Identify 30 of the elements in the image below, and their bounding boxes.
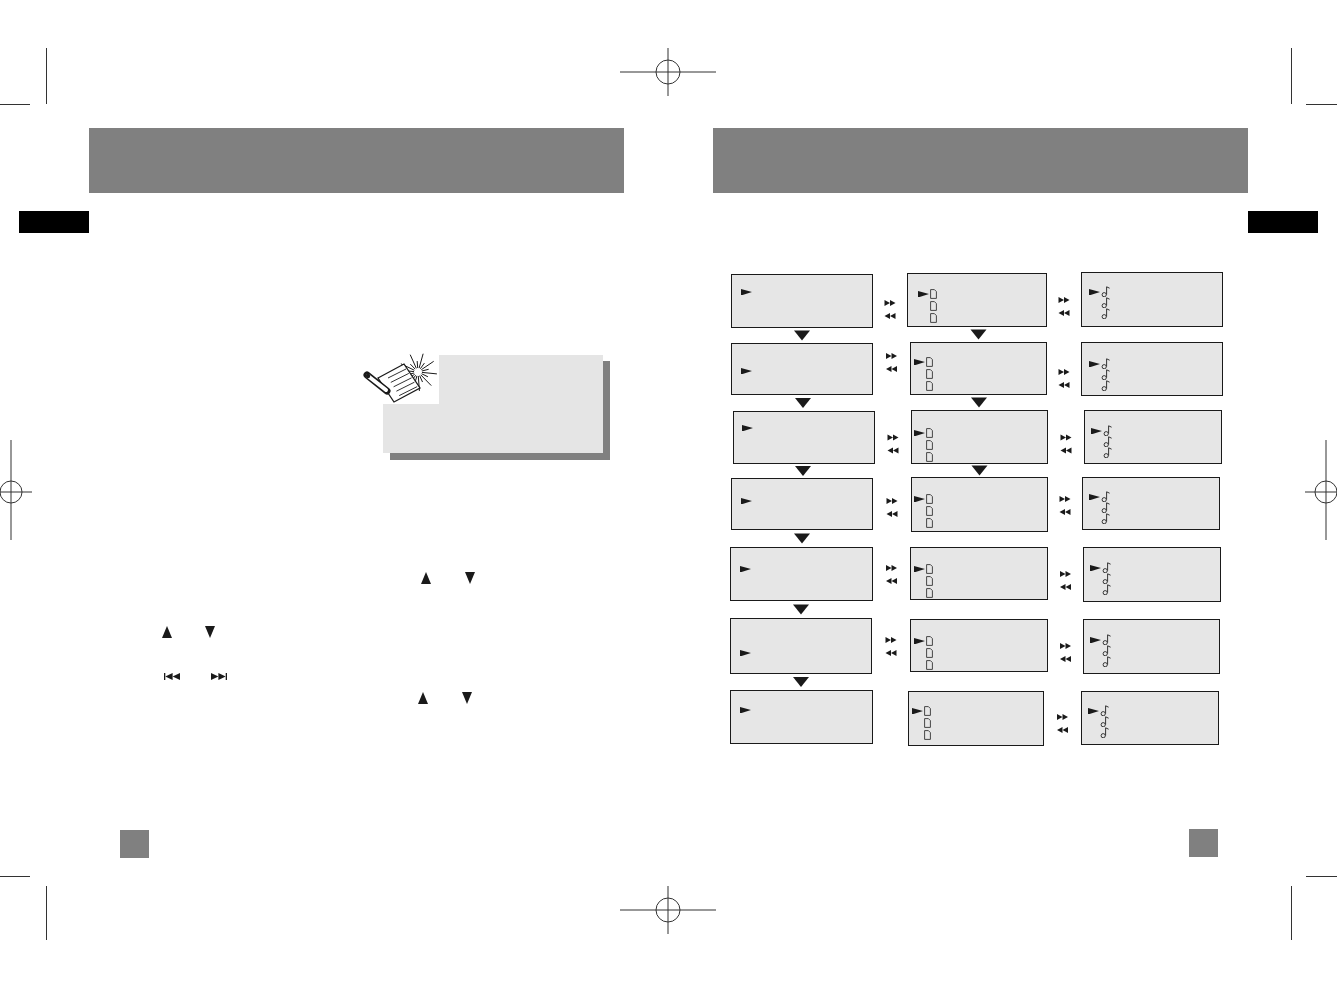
- lcd-screen: [1083, 547, 1221, 602]
- lcd-screen: [731, 478, 873, 530]
- lcd-screen: [1083, 619, 1220, 674]
- lcd-screen: [910, 547, 1048, 600]
- lcd-screen: [731, 274, 873, 328]
- arrow: [794, 530, 810, 547]
- arrow: [794, 328, 810, 343]
- lcd-screen: [910, 619, 1048, 672]
- lcd-screen: [908, 691, 1044, 746]
- lcd-screen: [1081, 272, 1223, 327]
- arrow: [793, 674, 809, 690]
- lcd-screen: [730, 690, 873, 744]
- arrow: [971, 395, 987, 410]
- lcd-screen: [730, 618, 872, 674]
- lcd-screen: [733, 411, 875, 464]
- lcd-screen: [1081, 342, 1223, 396]
- lcd-screen: [1081, 691, 1219, 745]
- lcd-screen: [910, 342, 1047, 395]
- arrow: [795, 464, 811, 478]
- arrow: [795, 395, 811, 411]
- arrow: [970, 327, 987, 342]
- lcd-screen: [730, 547, 873, 601]
- lcd-screen: [731, 343, 873, 395]
- lcd-screen: [1084, 410, 1222, 464]
- arrow: [971, 464, 988, 477]
- lcd-screen: [911, 410, 1048, 464]
- arrow: [793, 601, 809, 618]
- lcd-screen: [1082, 477, 1220, 530]
- lcd-screen: [911, 477, 1048, 532]
- lcd-screen: [907, 273, 1047, 327]
